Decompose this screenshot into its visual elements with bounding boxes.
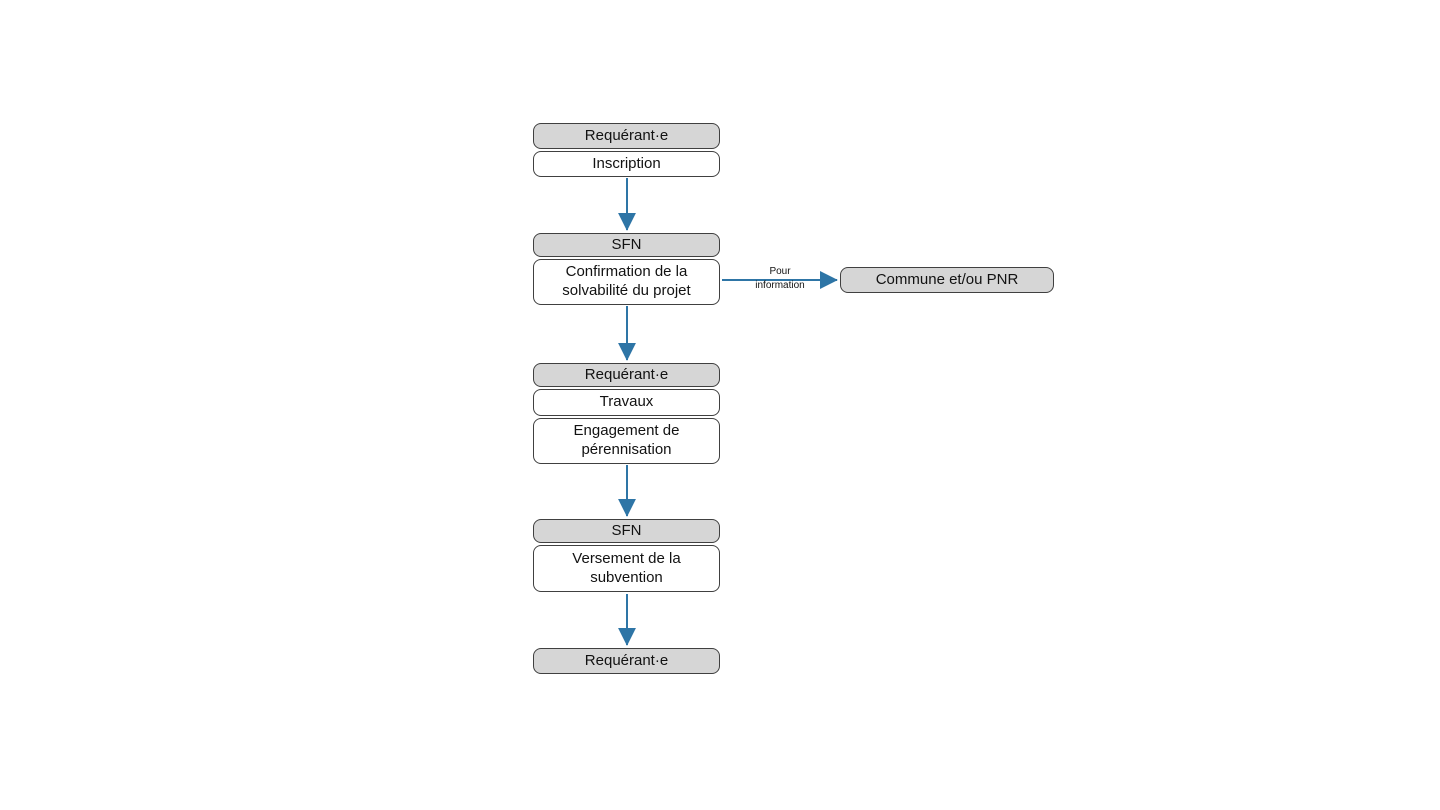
flow-step-confirmation: SFN Confirmation de la solvabilité du pr… bbox=[533, 233, 720, 305]
step-actor-header: Requérant·e bbox=[533, 123, 720, 149]
commune-pnr-box: Commune et/ou PNR bbox=[840, 267, 1054, 293]
step-action: Engagement de pérennisation bbox=[533, 418, 720, 464]
flow-step-final: Requérant·e bbox=[533, 648, 720, 674]
step-actor-header: SFN bbox=[533, 519, 720, 543]
step-actor-header: Requérant·e bbox=[533, 648, 720, 674]
step-actor-header: SFN bbox=[533, 233, 720, 257]
flow-step-versement: SFN Versement de la subvention bbox=[533, 519, 720, 592]
flow-step-travaux: Requérant·e Travaux Engagement de pérenn… bbox=[533, 363, 720, 464]
step-action: Inscription bbox=[533, 151, 720, 177]
step-action: Confirmation de la solvabilité du projet bbox=[533, 259, 720, 305]
step-actor-header: Requérant·e bbox=[533, 363, 720, 387]
step-action: Versement de la subvention bbox=[533, 545, 720, 592]
flow-step-inscription: Requérant·e Inscription bbox=[533, 123, 720, 177]
step-action: Travaux bbox=[533, 389, 720, 416]
arrow-label-pour-information: Pour information bbox=[755, 266, 805, 291]
